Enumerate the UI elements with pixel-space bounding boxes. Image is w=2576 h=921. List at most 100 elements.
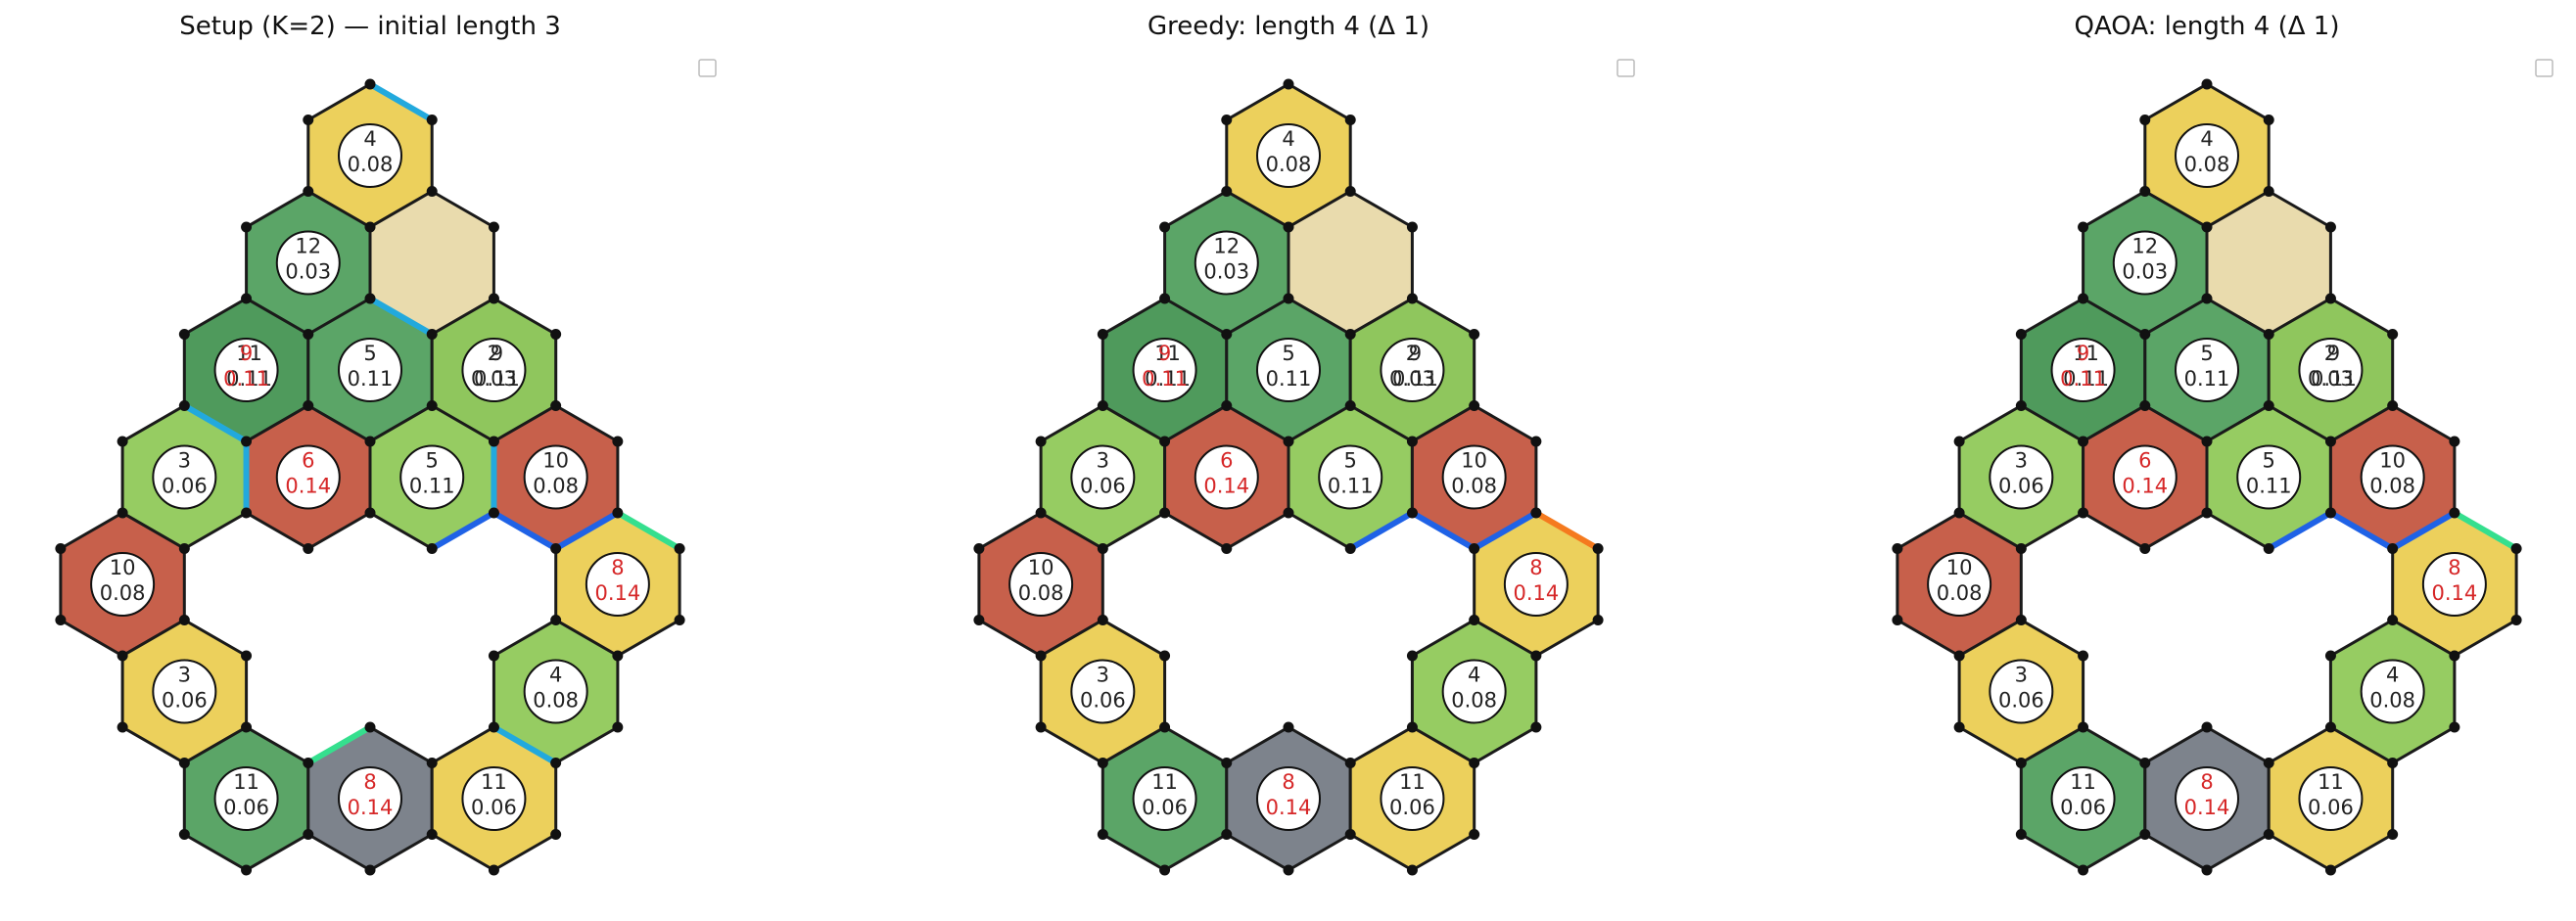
vertex-dot [241, 721, 253, 733]
vertex-dot [1892, 543, 1903, 554]
vertex-dot [488, 650, 499, 662]
edge-segment [2327, 510, 2396, 552]
vertex-dot [2324, 436, 2336, 447]
vertex-dot [488, 436, 499, 447]
vertex-dot [2387, 758, 2399, 768]
vertex-dot [2263, 186, 2274, 197]
vertex-dot [1159, 436, 1171, 447]
token-disc [2175, 338, 2239, 402]
number-token: 120.03 [1194, 230, 1259, 296]
edge-segment [304, 724, 373, 766]
vertex-dot [426, 115, 438, 125]
token-number: 5 [1344, 449, 1357, 473]
vertex-dot [364, 507, 376, 519]
vertex-dot [1892, 615, 1903, 625]
token-prob: 0.14 [2431, 581, 2477, 605]
token-number: 3 [1097, 449, 1109, 473]
vertex-dot [2387, 400, 2399, 411]
number-token: 80.14 [338, 766, 402, 831]
number-token: 60.14 [1194, 444, 1259, 510]
vertex-dot [2201, 507, 2213, 519]
number-token: 50.11 [399, 444, 465, 510]
vertex-dot [1159, 293, 1171, 304]
vertex-dot [1097, 615, 1108, 625]
vertex-dot [1283, 78, 1294, 90]
vertex-dot [178, 758, 190, 768]
vertex-dot [1953, 507, 1965, 519]
vertex-dot [1530, 721, 1542, 733]
edge-segment [181, 402, 250, 444]
vertex-dot [1344, 758, 1356, 768]
vertex-dot [1344, 829, 1356, 840]
vertex-dot [1344, 543, 1356, 554]
token-prob: 0.14 [1203, 475, 1249, 498]
vertex-dot [1097, 543, 1108, 554]
token-disc [213, 338, 279, 402]
number-token: 80.14 [585, 552, 650, 617]
vertex-dot [1097, 829, 1108, 840]
vertex-dot [178, 543, 190, 554]
vertex-dot [2449, 507, 2460, 519]
board-greedy: 40.08120.03110.1190.1150.1190.1120.0330.… [973, 78, 1604, 876]
vertex-dot [1530, 650, 1542, 662]
token-number: 3 [178, 449, 191, 473]
token-disc [213, 766, 279, 831]
token-number: 4 [1468, 664, 1480, 687]
vertex-dot [2139, 329, 2151, 340]
vertex-dot [1469, 615, 1480, 625]
vertex-dot [550, 329, 562, 340]
vertex-dot [973, 615, 985, 625]
token-number: 9 [2077, 342, 2089, 365]
token-prob: 0.03 [2308, 367, 2354, 391]
token-number: 11 [2070, 770, 2096, 794]
vertex-dot [1221, 543, 1233, 554]
token-prob: 0.08 [2184, 153, 2230, 176]
token-number: 11 [233, 770, 259, 794]
number-token: 40.08 [1256, 123, 1321, 188]
vertex-dot [2078, 650, 2089, 662]
number-token: 110.06 [2298, 766, 2364, 831]
vertex-dot [303, 829, 314, 840]
number-token: 50.11 [338, 338, 402, 402]
token-prob-overlap: 0.11 [1145, 367, 1191, 391]
token-prob: 0.11 [223, 367, 269, 391]
vertex-dot [241, 864, 253, 876]
token-disc [1441, 444, 1507, 510]
vertex-dot [2324, 721, 2336, 733]
token-prob: 0.03 [285, 260, 331, 284]
token-prob: 0.08 [348, 153, 394, 176]
token-disc [523, 659, 588, 724]
edge-segment [1471, 510, 1539, 552]
number-token: 100.08 [1927, 552, 1992, 617]
token-disc [1132, 338, 1197, 402]
vertex-dot [2263, 758, 2274, 768]
token-prob: 0.06 [1998, 689, 2044, 713]
token-disc [1318, 444, 1383, 510]
edge-segment [552, 510, 621, 552]
token-disc [2175, 123, 2239, 188]
vertex-dot [1221, 329, 1233, 340]
token-number-overlap: 11 [2073, 342, 2099, 365]
vertex-dot [241, 436, 253, 447]
token-prob: 0.11 [1328, 475, 1374, 498]
token-disc [1256, 766, 1321, 831]
vertex-dot [1035, 436, 1047, 447]
edge-segment [2266, 510, 2334, 552]
token-disc [2175, 766, 2239, 831]
token-disc [2050, 766, 2116, 831]
token-number: 8 [2200, 770, 2213, 794]
token-number: 4 [2200, 127, 2213, 151]
number-token: 80.14 [1503, 552, 1569, 617]
token-number: 10 [1028, 556, 1054, 579]
vertex-dot [2449, 436, 2460, 447]
number-token: 40.08 [2360, 659, 2425, 724]
token-disc [2236, 444, 2302, 510]
token-prob: 0.11 [2246, 475, 2292, 498]
vertex-dot [2387, 615, 2399, 625]
token-prob: 0.14 [2184, 796, 2230, 819]
vertex-dot [364, 436, 376, 447]
edge-segment [367, 296, 436, 338]
token-disc [152, 444, 217, 510]
